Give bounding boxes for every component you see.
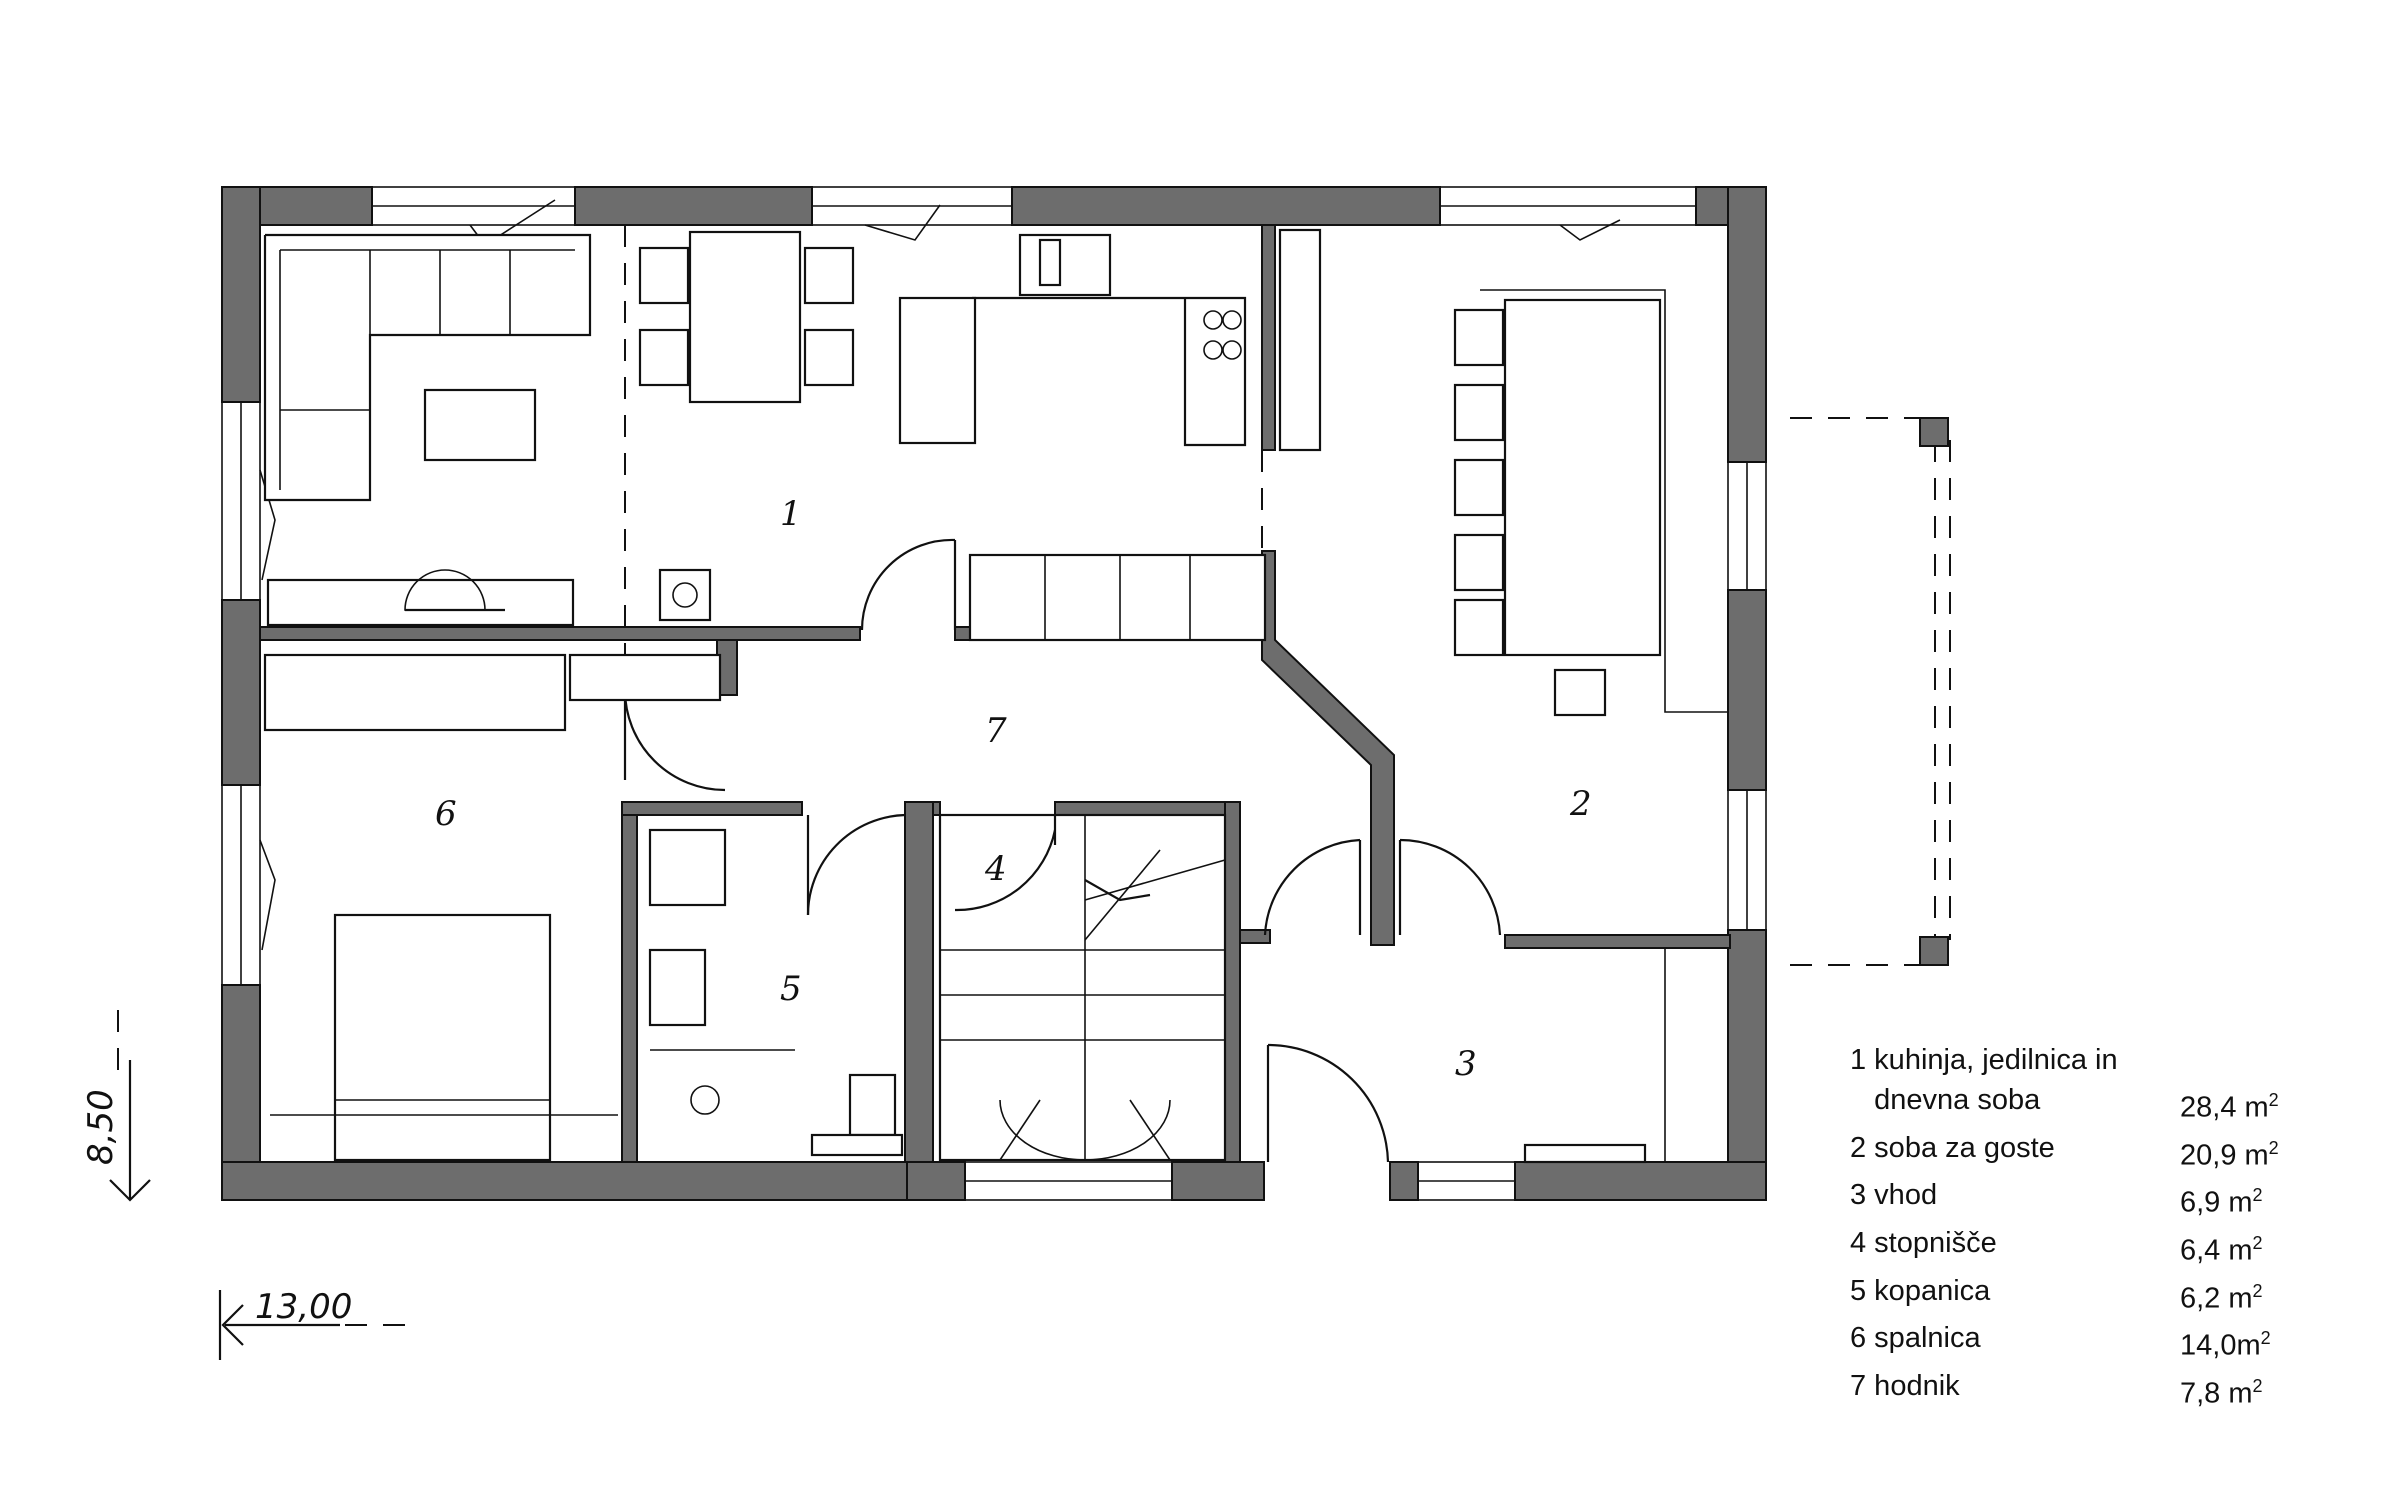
legend-label: 3 vhod bbox=[1850, 1179, 1938, 1212]
legend-area: 14,0m2 bbox=[2180, 1328, 2271, 1362]
legend-area: 28,4 m2 bbox=[2180, 1090, 2279, 1124]
room-number-2: 2 bbox=[1569, 784, 1592, 824]
legend-label: dnevna soba bbox=[1850, 1084, 2041, 1116]
legend-row: 1 kuhinja, jedilnica in bbox=[1850, 1040, 2290, 1080]
legend-row: 4 stopnišče 6,4 m2 bbox=[1850, 1223, 2290, 1271]
staircase bbox=[938, 813, 1227, 1162]
room-number-3: 3 bbox=[1455, 1044, 1477, 1084]
legend-row: 7 hodnik 7,8 m2 bbox=[1850, 1366, 2290, 1414]
dashed-lines bbox=[624, 225, 1951, 966]
legend-area: 6,9 m2 bbox=[2180, 1185, 2263, 1219]
legend-label: 5 kopanica bbox=[1850, 1274, 1991, 1307]
legend-area: 7,8 m2 bbox=[2180, 1375, 2263, 1410]
legend-row: 2 soba za goste 20,9 m2 bbox=[1850, 1128, 2290, 1176]
legend-row: 3 vhod 6,9 m2 bbox=[1850, 1175, 2290, 1223]
furniture bbox=[263, 228, 1728, 1164]
room-number-4: 4 bbox=[984, 849, 1007, 889]
room-number-5: 5 bbox=[780, 969, 802, 1009]
width-dimension: 13,00 bbox=[255, 1287, 352, 1327]
doors bbox=[623, 538, 1502, 1163]
legend-label: 6 spalnica bbox=[1850, 1322, 1981, 1355]
room-labels: 1 2 3 4 5 6 7 bbox=[435, 494, 1592, 1084]
legend-area: 20,9 m2 bbox=[2180, 1137, 2279, 1172]
height-dimension: 8,50 bbox=[81, 1089, 121, 1165]
legend-label: 4 stopnišče bbox=[1850, 1226, 1997, 1259]
windows bbox=[221, 186, 1767, 1201]
legend-row: 5 kopanica 6,2 m2 bbox=[1850, 1271, 2290, 1319]
room-legend: 1 kuhinja, jedilnica in dnevna soba 28,4… bbox=[1850, 1040, 2290, 1414]
legend-label: 7 hodnik bbox=[1850, 1369, 1960, 1402]
room-number-6: 6 bbox=[435, 794, 457, 834]
room-number-7: 7 bbox=[985, 711, 1007, 751]
legend-area: 6,4 m2 bbox=[2180, 1232, 2263, 1267]
legend-area bbox=[2180, 1040, 2290, 1080]
legend-label: 1 kuhinja, jedilnica in bbox=[1850, 1044, 2118, 1076]
legend-row: 6 spalnica 14,0m2 bbox=[1850, 1318, 2290, 1366]
room-number-1: 1 bbox=[780, 494, 802, 534]
legend-row: dnevna soba 28,4 m2 bbox=[1850, 1080, 2290, 1128]
legend-label: 2 soba za goste bbox=[1850, 1131, 2055, 1164]
legend-area: 6,2 m2 bbox=[2180, 1280, 2263, 1315]
dimension-annotations: 8,50 13,00 bbox=[81, 1010, 420, 1360]
exterior-walls bbox=[221, 186, 1767, 1201]
